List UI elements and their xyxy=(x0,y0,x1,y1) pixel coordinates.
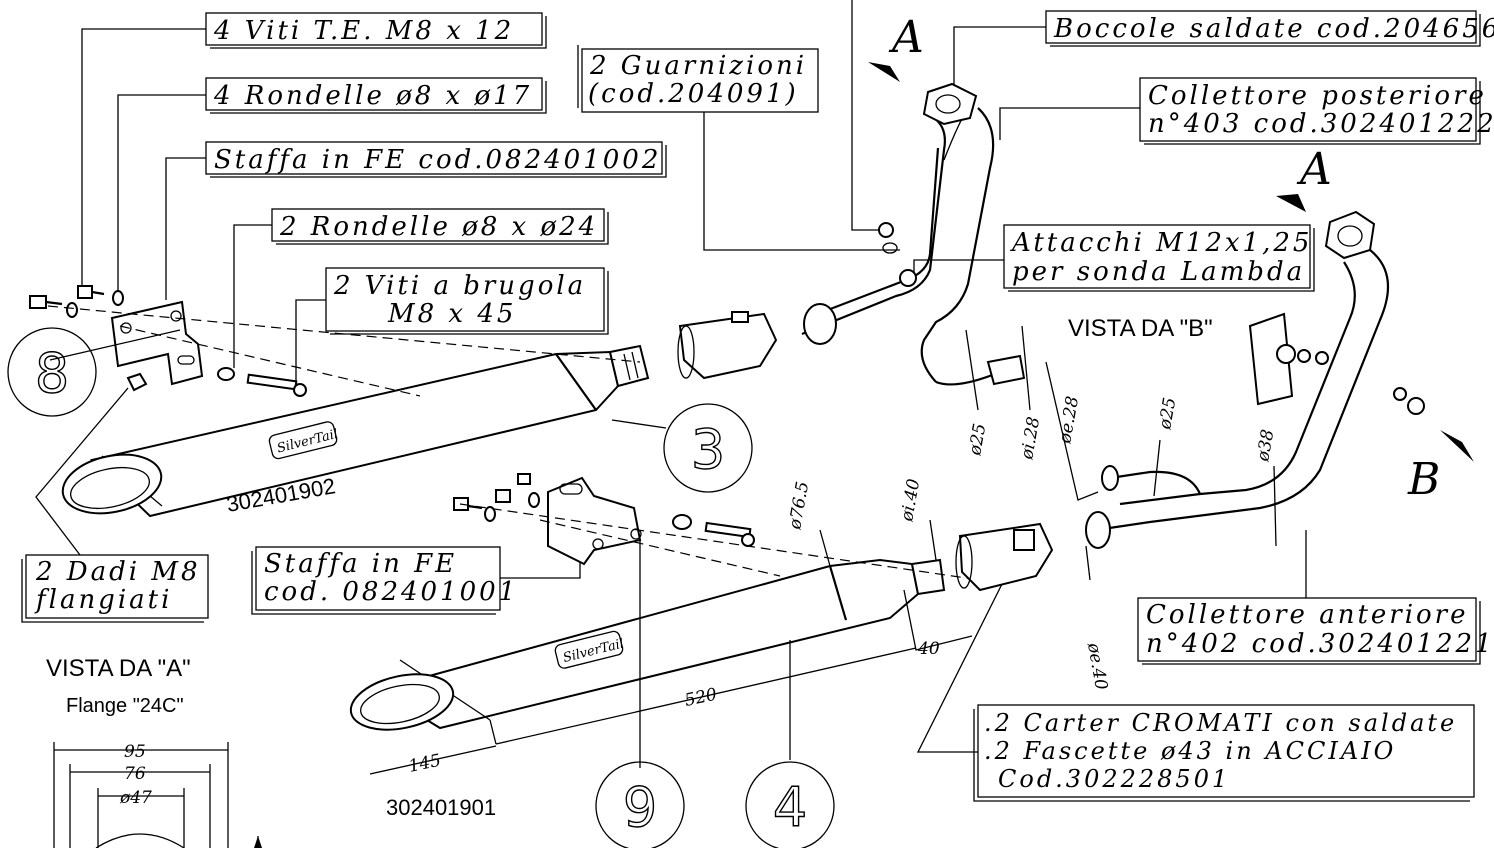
label-boccole-text: Boccole saldate cod.204656 xyxy=(1053,14,1494,44)
callout-9: 9 xyxy=(595,761,685,848)
vista-b-detail: VISTA DA "B" xyxy=(1068,312,1329,406)
label-staffa-1-line1: Staffa in FE xyxy=(264,549,457,579)
label-coll-ant-line2: n°402 cod.302401221 xyxy=(1146,629,1494,659)
marker-a-right: A xyxy=(1276,144,1332,212)
rear-collector xyxy=(801,82,1026,386)
upper-heat-shield xyxy=(677,311,778,380)
label-guarnizioni-line1: 2 Guarnizioni xyxy=(589,51,807,81)
dim-d38: ø38 xyxy=(1253,428,1278,464)
callout-8-text: 8 xyxy=(35,342,69,405)
vista-a-title: VISTA DA "A" xyxy=(46,655,191,682)
label-carter: .2 Carter CROMATI con saldate .2 Fascett… xyxy=(973,704,1475,802)
label-attacchi: Attacchi M12x1,25 per sonda Lambda xyxy=(1003,224,1315,292)
callout-4: 4 xyxy=(745,761,835,848)
flange-dim-47: ø47 xyxy=(119,788,152,808)
label-rondelle-24-text: 2 Rondelle ø8 x ø24 xyxy=(279,212,598,242)
marker-b: B xyxy=(1407,430,1474,505)
upper-axis-line xyxy=(47,305,641,363)
vista-a-flange: Flange "24C" xyxy=(66,695,184,717)
dim-di40: øi.40 xyxy=(897,477,924,524)
label-rondelle-17-text: 4 Rondelle ø8 x ø17 xyxy=(213,81,532,111)
label-dadi-line1: 2 Dadi M8 xyxy=(35,557,201,587)
vista-b-title: VISTA DA "B" xyxy=(1068,315,1213,342)
dim-l40: 40 xyxy=(917,639,940,659)
label-staffa-1-line2: cod. 082401001 xyxy=(264,577,518,607)
label-staffa-2: Staffa in FE cod.082401002 xyxy=(205,141,667,178)
label-carter-line3: Cod.302228501 xyxy=(998,765,1230,793)
label-dadi-line2: flangiati xyxy=(34,585,172,615)
label-staffa-1: Staffa in FE cod. 082401001 xyxy=(251,546,518,615)
dim-d25-a: ø25 xyxy=(965,422,990,458)
label-viti-te: 4 Viti T.E. M8 x 12 xyxy=(205,12,547,49)
upper-fasteners xyxy=(29,285,307,397)
label-coll-post-line2: n°403 cod.302401222 xyxy=(1148,109,1494,139)
dim-l145: 145 xyxy=(407,751,443,777)
dim-d76-5: ø76.5 xyxy=(785,480,813,532)
label-collettore-anteriore: Collettore anteriore n°402 cod.302401221 xyxy=(1137,597,1494,665)
label-boccole: Boccole saldate cod.204656 xyxy=(1045,10,1494,47)
label-collettore-posteriore: Collettore posteriore n°403 cod.30240122… xyxy=(1139,77,1494,145)
upper-bracket xyxy=(110,300,204,386)
callout-3-text: 3 xyxy=(691,418,725,481)
lower-axis-line-2 xyxy=(539,519,781,577)
label-carter-line2: .2 Fascette ø43 in ACCIAIO xyxy=(984,737,1396,765)
label-coll-ant-line1: Collettore anteriore xyxy=(1146,600,1469,630)
flange-dim-76: 76 xyxy=(124,764,146,784)
label-rondelle-24: 2 Rondelle ø8 x ø24 xyxy=(271,208,609,245)
label-viti-brugola-line2: M8 x 45 xyxy=(387,299,516,329)
dim-de40: øe.40 xyxy=(1083,640,1111,691)
dim-d25-b: ø25 xyxy=(1155,396,1180,432)
label-carter-line1: .2 Carter CROMATI con saldate xyxy=(984,709,1457,737)
lower-axis-line xyxy=(459,503,981,581)
label-viti-brugola: 2 Viti a brugola M8 x 45 xyxy=(325,267,609,335)
callout-9-text: 9 xyxy=(623,776,657,839)
label-rondelle-17: 4 Rondelle ø8 x ø17 xyxy=(205,77,547,114)
label-guarnizioni: 2 Guarnizioni (cod.204091) xyxy=(577,45,819,113)
dim-l520: 520 xyxy=(683,685,719,711)
label-dadi: 2 Dadi M8 flangiati xyxy=(21,554,209,623)
marker-a-top: A xyxy=(868,12,924,82)
vista-a-detail: VISTA DA "A" Flange "24C" 95 76 ø47 xyxy=(46,655,262,848)
front-collector xyxy=(1085,210,1425,549)
marker-a-top-text: A xyxy=(888,12,924,63)
label-coll-post-line1: Collettore posteriore xyxy=(1148,81,1487,111)
lower-heat-shield xyxy=(955,522,1054,592)
label-viti-te-text: 4 Viti T.E. M8 x 12 xyxy=(213,16,514,46)
lower-bracket xyxy=(547,476,642,566)
label-attacchi-line2: per sonda Lambda xyxy=(1012,257,1305,287)
marker-a-right-text: A xyxy=(1296,144,1332,195)
callout-4-text: 4 xyxy=(773,776,807,839)
label-guarnizioni-line2: (cod.204091) xyxy=(588,79,799,109)
callout-3: 3 xyxy=(663,403,753,493)
marker-b-text: B xyxy=(1407,454,1440,505)
lower-silencer: SilverTail xyxy=(349,558,946,731)
lower-silencer-code: 302401901 xyxy=(386,795,496,820)
label-staffa-2-text: Staffa in FE cod.082401002 xyxy=(214,145,661,175)
flange-dim-95: 95 xyxy=(124,742,146,762)
dim-di28: øi.28 xyxy=(1017,415,1044,462)
callout-8: 8 xyxy=(7,327,97,417)
label-attacchi-line1: Attacchi M12x1,25 xyxy=(1010,228,1312,258)
label-viti-brugola-line1: 2 Viti a brugola xyxy=(333,271,586,301)
lower-fasteners xyxy=(453,473,755,547)
upper-axis-line-2 xyxy=(119,325,421,397)
